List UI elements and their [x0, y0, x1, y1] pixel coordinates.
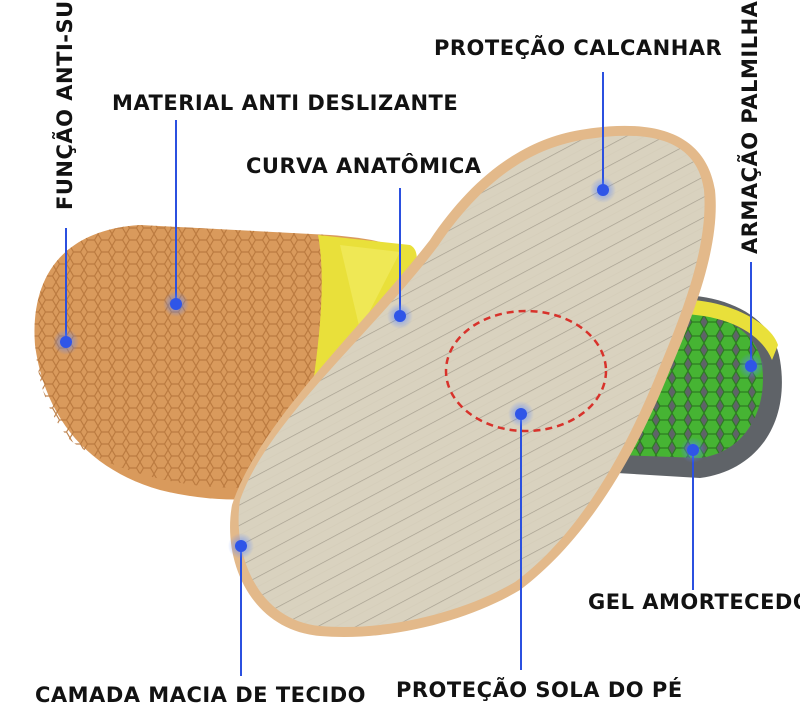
label-camada-macia-de-tecido: CAMADA MACIA DE TECIDO — [35, 683, 367, 707]
label-protecao-sola-do-pe: PROTEÇÃO SOLA DO PÉ — [396, 678, 683, 702]
label-funcao-anti-suor: FUNÇÃO ANTI-SUOR — [53, 0, 77, 210]
label-material-anti-deslizante: MATERIAL ANTI DESLIZANTE — [112, 91, 459, 115]
label-curva-anatomica: CURVA ANATÔMICA — [246, 154, 482, 178]
front-insole-fabric — [230, 125, 716, 637]
pointer-lines — [65, 72, 752, 676]
label-armacao-palmilha: ARMAÇÃO PALMILHA — [738, 0, 762, 254]
label-protecao-calcanhar: PROTEÇÃO CALCANHAR — [434, 36, 723, 60]
pressure-zone-circle — [444, 309, 608, 433]
label-gel-amortecedor: GEL AMORTECEDOR — [588, 590, 800, 614]
pointer-dots — [53, 177, 764, 559]
